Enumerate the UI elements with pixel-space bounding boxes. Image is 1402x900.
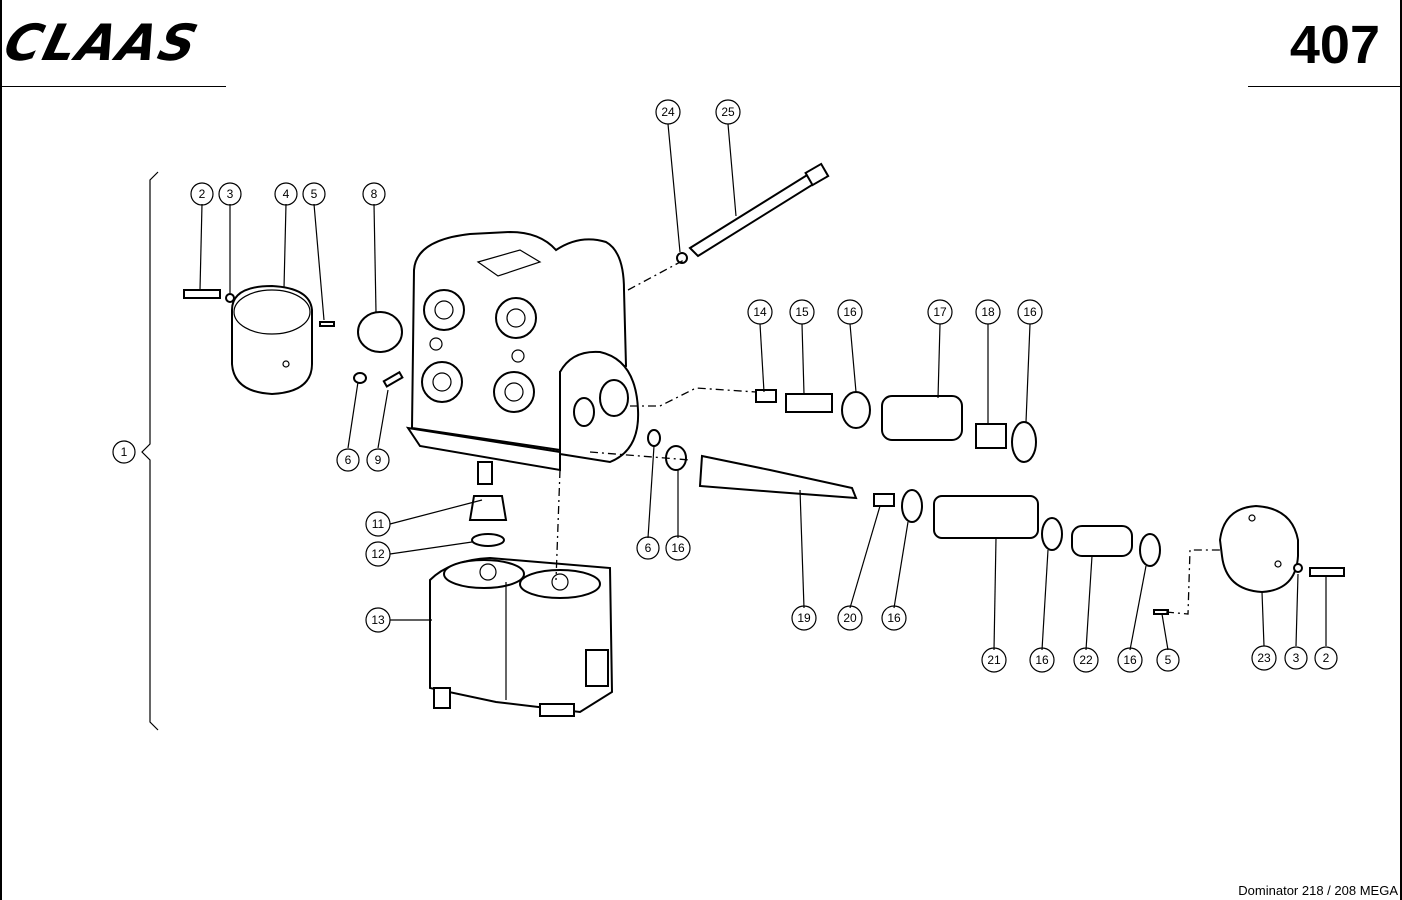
callout-21: 21	[981, 647, 1007, 673]
callout-16: 16	[1117, 647, 1143, 673]
callout-3: 3	[1284, 646, 1308, 670]
page-number: 407	[1289, 15, 1380, 75]
svg-text:5: 5	[311, 187, 318, 201]
frame-left-border	[0, 0, 2, 900]
callout-16: 16	[1029, 647, 1055, 673]
svg-text:18: 18	[981, 305, 995, 319]
frame-right-border	[1400, 0, 1402, 900]
svg-text:16: 16	[1023, 305, 1037, 319]
svg-text:16: 16	[1035, 653, 1049, 667]
callout-13: 13	[365, 607, 391, 633]
callout-14: 14	[747, 299, 773, 325]
callout-8: 8	[362, 182, 386, 206]
svg-text:16: 16	[843, 305, 857, 319]
svg-text:3: 3	[227, 187, 234, 201]
svg-text:21: 21	[987, 653, 1001, 667]
callout-5: 5	[302, 182, 326, 206]
cover-plate-23	[1218, 504, 1299, 594]
callout-16: 16	[881, 605, 907, 631]
callout-16: 16	[665, 535, 691, 561]
callout-25: 25	[715, 99, 741, 125]
svg-text:12: 12	[371, 547, 385, 561]
callout-2: 2	[1314, 646, 1338, 670]
svg-text:24: 24	[661, 105, 675, 119]
callout-17: 17	[927, 299, 953, 325]
callout-18: 18	[975, 299, 1001, 325]
valve-body	[405, 230, 640, 472]
svg-text:22: 22	[1079, 653, 1093, 667]
header-rule-left	[0, 86, 226, 87]
callout-15: 15	[789, 299, 815, 325]
callout-23: 23	[1251, 645, 1277, 671]
svg-text:2: 2	[199, 187, 206, 201]
callout-11: 11	[365, 511, 391, 537]
svg-text:16: 16	[671, 541, 685, 555]
svg-text:6: 6	[645, 541, 652, 555]
callout-9: 9	[366, 448, 390, 472]
svg-text:5: 5	[1165, 653, 1172, 667]
svg-text:11: 11	[372, 517, 385, 531]
callout-6: 6	[336, 448, 360, 472]
svg-text:19: 19	[797, 611, 811, 625]
svg-text:3: 3	[1293, 651, 1300, 665]
model-footer: Dominator 218 / 208 MEGA	[1238, 883, 1398, 898]
callouts: 1 2 3 4 5 8 6 9 24 25 14 15 16 17 18 16 …	[112, 99, 1338, 673]
callout-2: 2	[190, 182, 214, 206]
svg-text:13: 13	[371, 613, 385, 627]
callout-24: 24	[655, 99, 681, 125]
leader-lines	[199, 123, 1327, 651]
svg-text:14: 14	[753, 305, 767, 319]
svg-text:2: 2	[1323, 651, 1330, 665]
callout-16: 16	[837, 299, 863, 325]
center-lines	[555, 259, 1220, 615]
svg-text:16: 16	[1123, 653, 1137, 667]
svg-text:25: 25	[721, 105, 735, 119]
callout-4: 4	[274, 182, 298, 206]
callout-22: 22	[1073, 647, 1099, 673]
svg-text:6: 6	[345, 453, 352, 467]
svg-text:17: 17	[933, 305, 947, 319]
assembly-bracket	[141, 171, 159, 731]
svg-text:1: 1	[121, 445, 128, 459]
svg-text:23: 23	[1257, 651, 1271, 665]
cover-plate-4	[231, 284, 313, 396]
callout-5: 5	[1156, 648, 1180, 672]
callout-19: 19	[791, 605, 817, 631]
solenoid-valve-13	[429, 556, 614, 717]
callout-6: 6	[636, 536, 660, 560]
svg-text:15: 15	[795, 305, 809, 319]
svg-text:8: 8	[371, 187, 378, 201]
svg-text:4: 4	[283, 187, 290, 201]
callout-16: 16	[1017, 299, 1043, 325]
svg-text:16: 16	[887, 611, 901, 625]
small-parts	[183, 162, 1345, 615]
svg-text:9: 9	[375, 453, 382, 467]
callout-3: 3	[218, 182, 242, 206]
callout-20: 20	[837, 605, 863, 631]
callout-12: 12	[365, 541, 391, 567]
svg-text:20: 20	[843, 611, 857, 625]
header-rule-right	[1248, 86, 1402, 87]
callout-1: 1	[112, 440, 136, 464]
